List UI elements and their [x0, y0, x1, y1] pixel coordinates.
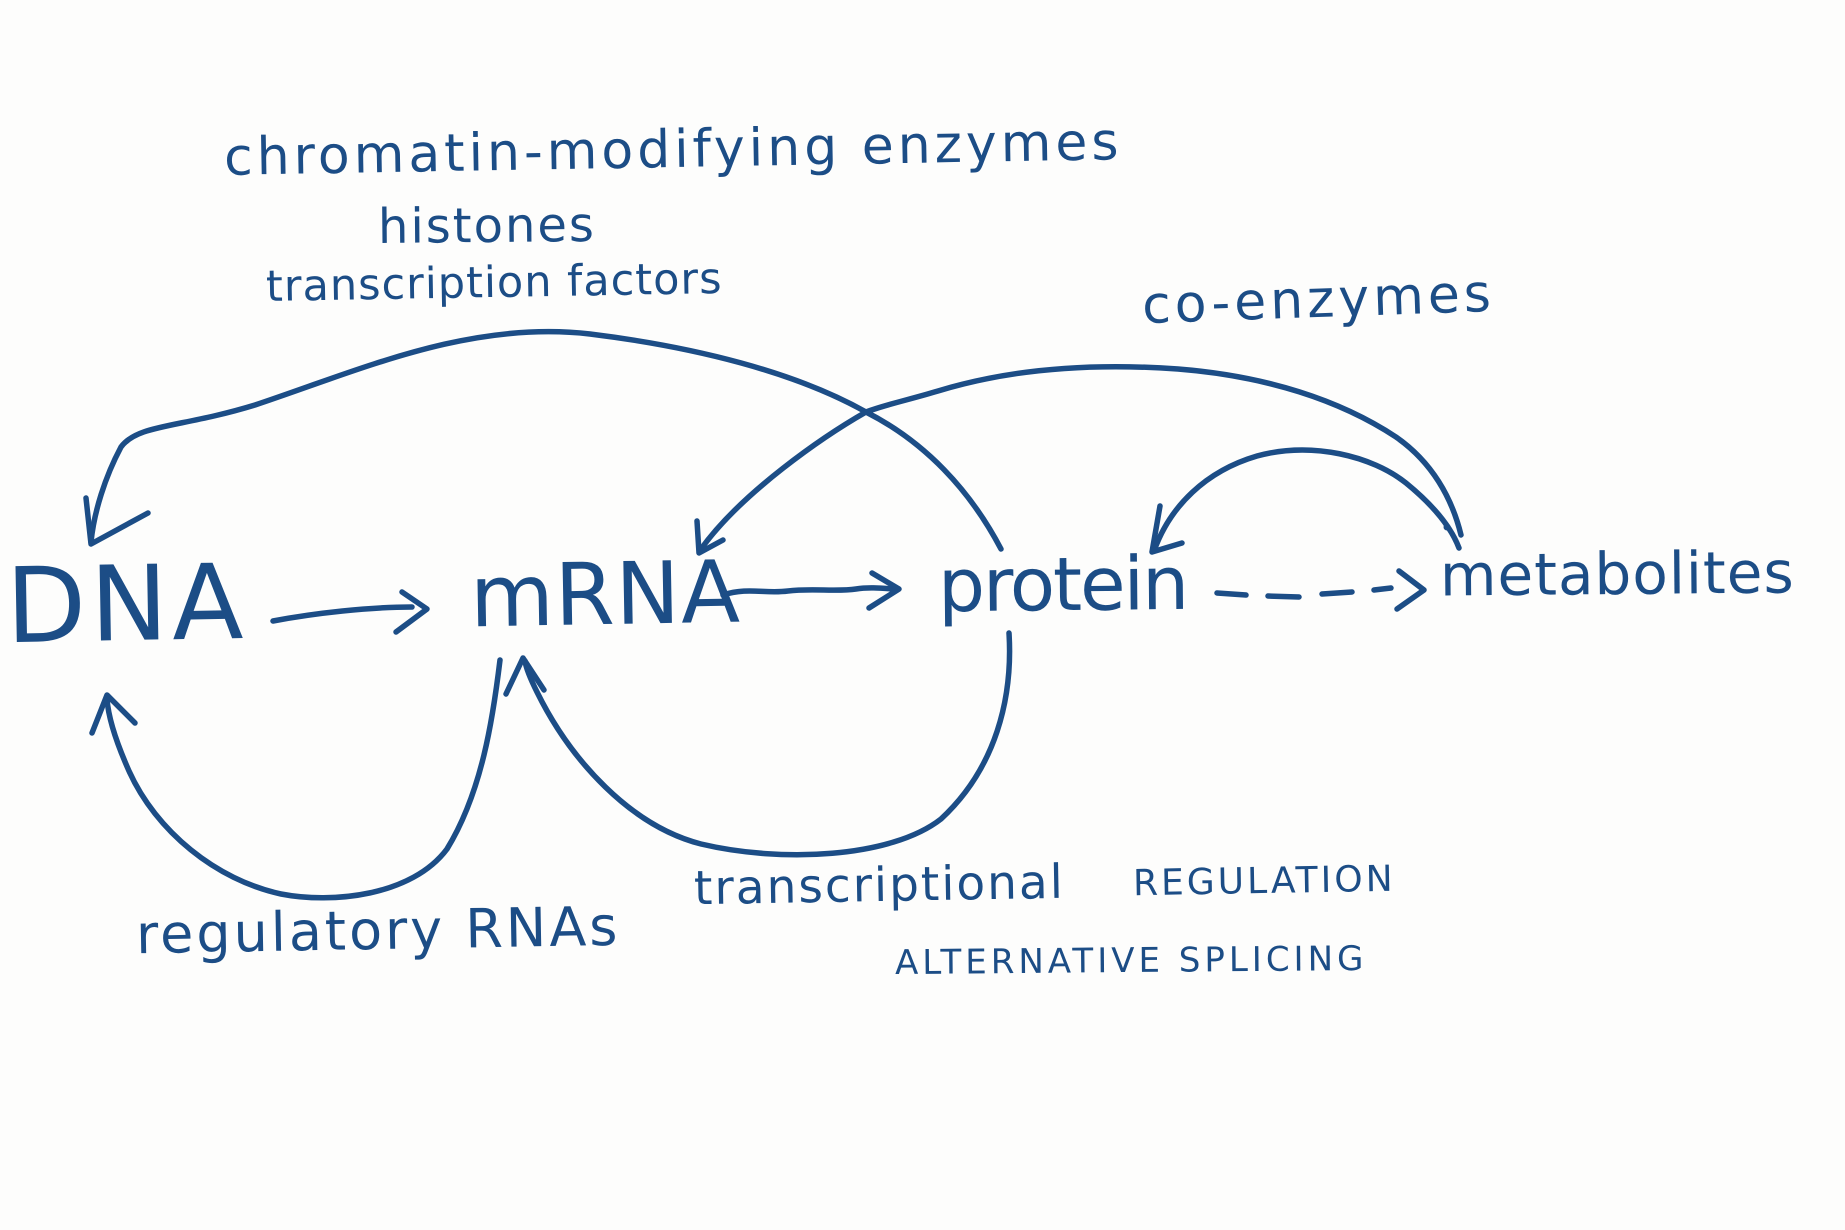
- label-transcription-factors: transcription factors: [265, 254, 723, 312]
- flow-arrowhead-mrna-to-protein: [866, 570, 902, 611]
- label-regulation: REGULATION: [1132, 858, 1396, 905]
- flow-arrowhead-dna-to-mrna: [393, 589, 430, 635]
- feedback-protein-to-mrna-arrowhead: [503, 655, 547, 697]
- label-chromatin-modifying-enzymes: chromatin-modifying enzymes: [223, 112, 1123, 188]
- node-dna: DNA: [4, 540, 249, 668]
- feedback-protein-to-dna-curve: [88, 328, 1004, 552]
- label-regulatory-rnas: regulatory RNAs: [135, 894, 621, 967]
- flow-arrowhead-protein-to-metabolites: [1394, 568, 1427, 612]
- flow-arrow-protein-to-metabolites-dash2: [1265, 593, 1302, 600]
- feedback-mrna-to-dna-arrowhead: [89, 692, 138, 736]
- label-transcriptional: transcriptional: [693, 854, 1066, 917]
- node-protein: protein: [937, 540, 1188, 630]
- node-mrna: mRNA: [469, 542, 742, 648]
- feedback-metabolites-to-mrna-curve: [698, 364, 1464, 552]
- flow-arrow-dna-to-mrna: [270, 604, 415, 624]
- node-metabolites: metabolites: [1439, 538, 1795, 610]
- flow-arrow-protein-to-metabolites-dash3: [1319, 589, 1355, 597]
- feedback-metabolites-to-mrna-arrowhead: [694, 518, 726, 556]
- feedback-metabolites-to-protein-arrowhead: [1149, 503, 1185, 555]
- feedback-protein-to-dna-arrowhead: [83, 495, 151, 547]
- label-histones: histones: [377, 197, 597, 255]
- flow-arrow-protein-to-metabolites-dash1: [1214, 590, 1249, 598]
- feedback-protein-to-mrna-curve: [522, 630, 1013, 858]
- flow-arrow-mrna-to-protein: [720, 585, 896, 598]
- feedback-mrna-to-dna-curve: [104, 657, 503, 901]
- flow-arrow-protein-to-metabolites-dash4: [1371, 585, 1394, 593]
- label-co-enzymes: co-enzymes: [1141, 263, 1496, 337]
- feedback-metabolites-to-protein-curve: [1151, 447, 1462, 554]
- label-alternative-splicing: ALTERNATIVE SPLICING: [894, 938, 1368, 984]
